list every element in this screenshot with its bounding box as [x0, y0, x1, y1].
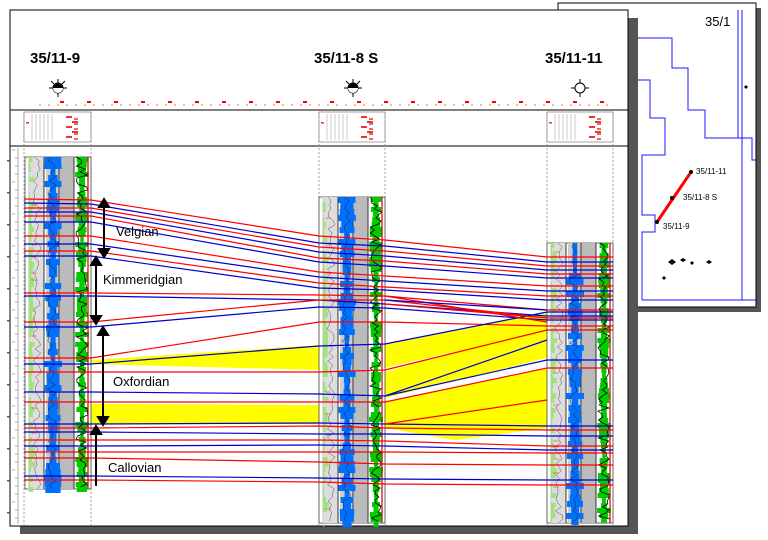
svg-text:~~: ~~: [325, 507, 331, 513]
svg-text:~~: ~~: [553, 457, 559, 463]
stage-label: Velgian: [116, 224, 159, 239]
svg-text:~~: ~~: [553, 485, 559, 491]
map-well-label: 35/11-8 S: [683, 193, 718, 202]
map-well-label: 35/11-9: [663, 222, 690, 231]
svg-text:~~: ~~: [553, 445, 559, 451]
svg-text:~~: ~~: [31, 334, 37, 340]
svg-text:~~: ~~: [31, 431, 37, 437]
svg-text:~~: ~~: [325, 390, 331, 396]
well-title: 35/11-9: [30, 50, 81, 67]
top-scale-ticks: [39, 101, 608, 106]
svg-text:~~: ~~: [31, 243, 37, 249]
map-marker: [690, 261, 694, 265]
svg-text:~~: ~~: [31, 255, 37, 261]
correlation-lines: [23, 198, 613, 486]
block-boundary-line: [635, 79, 666, 300]
stage-label: Callovian: [108, 460, 162, 475]
svg-text:~~: ~~: [31, 203, 37, 209]
depth-scale: [7, 148, 19, 524]
header-log-tracks: [23, 111, 614, 143]
section-line: [655, 171, 693, 223]
well-symbol-icon: [571, 79, 589, 97]
svg-text:~~: ~~: [31, 406, 37, 412]
stage-label: Oxfordian: [113, 374, 170, 389]
header-log-marks: [26, 114, 601, 140]
map-marker: [744, 85, 748, 89]
stage-arrows: [89, 197, 111, 486]
well-title: 35/11-8 S: [314, 50, 379, 67]
svg-text:~~: ~~: [325, 433, 331, 439]
svg-text:~~: ~~: [325, 272, 331, 278]
map-marker: [680, 258, 686, 262]
svg-text:~~: ~~: [553, 403, 559, 409]
well-symbol-icon: [49, 79, 67, 97]
svg-text:~~: ~~: [325, 412, 331, 418]
svg-text:~~: ~~: [553, 250, 559, 256]
map-marker: [662, 276, 666, 280]
svg-text:~~: ~~: [31, 271, 37, 277]
svg-text:~~: ~~: [553, 371, 559, 377]
well-symbol-icon: [344, 79, 362, 97]
map-marker: [706, 260, 712, 264]
map-marker: [668, 259, 676, 265]
svg-text:~~: ~~: [325, 216, 331, 222]
well-symbols: [49, 79, 589, 97]
svg-text:~~: ~~: [553, 471, 559, 477]
map-block-label: 35/1: [705, 14, 731, 29]
block-boundary-line: [635, 10, 739, 139]
svg-text:~~: ~~: [325, 243, 331, 249]
well-title: 35/11-11: [545, 50, 603, 67]
sand-bodies: [91, 312, 547, 440]
svg-text:~~: ~~: [31, 278, 37, 284]
well-log-column: ~~~~~~~~~~~~~~~~: [546, 242, 614, 525]
stage-label: Kimmeridgian: [103, 272, 183, 287]
well-log-column: ~~~~~~~~~~~~~~~~: [318, 196, 386, 527]
block-boundary-line: [735, 137, 756, 161]
svg-text:~~: ~~: [553, 439, 559, 445]
map-well-label: 35/11-11: [696, 167, 727, 176]
